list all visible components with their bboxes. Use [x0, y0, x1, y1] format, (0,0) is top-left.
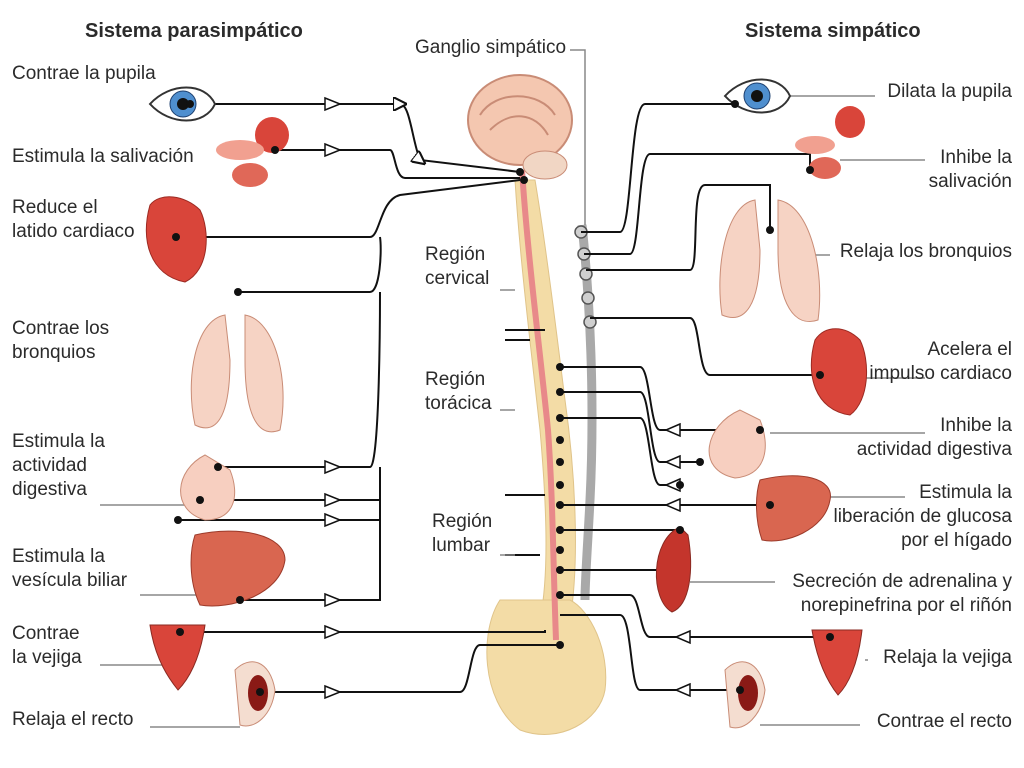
para-digestive-label: Estimula la actividad digestiva — [12, 431, 105, 500]
lungs-left — [190, 314, 284, 433]
bladder-left — [149, 624, 206, 691]
symp-heart-label: Acelera el impulso cardiaco — [869, 339, 1012, 384]
symp-liver-label: Estimula la liberación de glucosa por el… — [833, 482, 1012, 551]
spinal-cord — [519, 169, 559, 641]
salivary-gland-left — [216, 117, 289, 187]
parasympathetic-arrows — [324, 96, 343, 700]
ganglion-label: Ganglio simpático — [415, 37, 567, 58]
para-gallbladder-label: Estimula la vesícula biliar — [12, 546, 128, 591]
symp-bladder-label: Relaja la vejiga — [883, 647, 1012, 668]
kidney-right — [655, 526, 692, 613]
para-bladder-label: Contrae la vejiga — [12, 623, 82, 668]
rectum-right — [724, 661, 766, 729]
brain — [467, 74, 573, 180]
symp-digestive-label: Inhibe la actividad digestiva — [856, 415, 1012, 460]
stomach-right — [708, 409, 766, 479]
para-salivation-label: Estimula la salivación — [12, 146, 194, 167]
symp-kidney-label: Secreción de adrenalina y norepinefrina … — [792, 571, 1012, 616]
symp-salivation-label: Inhibe la salivación — [928, 147, 1012, 192]
synapse-dots — [172, 100, 834, 696]
eye-right — [723, 78, 792, 114]
stomach-left — [180, 454, 236, 521]
bladder-right — [811, 629, 863, 696]
para-rectum-label: Relaja el recto — [12, 709, 134, 730]
rectum-left — [234, 661, 276, 727]
lungs-right — [719, 199, 821, 322]
salivary-gland-right — [795, 106, 865, 179]
liver-right — [756, 475, 831, 542]
region-lumbar-label: Región lumbar — [432, 511, 493, 556]
parasympathetic-heading: Sistema parasimpático — [85, 20, 303, 42]
symp-pupil-label: Dilata la pupila — [887, 81, 1012, 102]
symp-rectum-label: Contrae el recto — [876, 711, 1012, 732]
liver-left — [190, 530, 286, 607]
para-heart-label: Reduce el latido cardiaco — [12, 197, 135, 242]
eye-left — [148, 86, 217, 122]
sympathetic-heading: Sistema simpático — [745, 20, 921, 42]
sympathetic-chain — [577, 224, 597, 601]
region-cervical-label: Región cervical — [425, 244, 490, 289]
para-pupil-label: Contrae la pupila — [12, 63, 156, 84]
region-thoracic-label: Región torácica — [425, 369, 492, 414]
symp-bronchi-label: Relaja los bronquios — [839, 241, 1012, 262]
sympathetic-arrows — [664, 422, 691, 698]
parasympathetic-pathways — [170, 104, 560, 693]
heart-right — [810, 328, 868, 416]
para-bronchi-label: Contrae los bronquios — [12, 318, 110, 363]
